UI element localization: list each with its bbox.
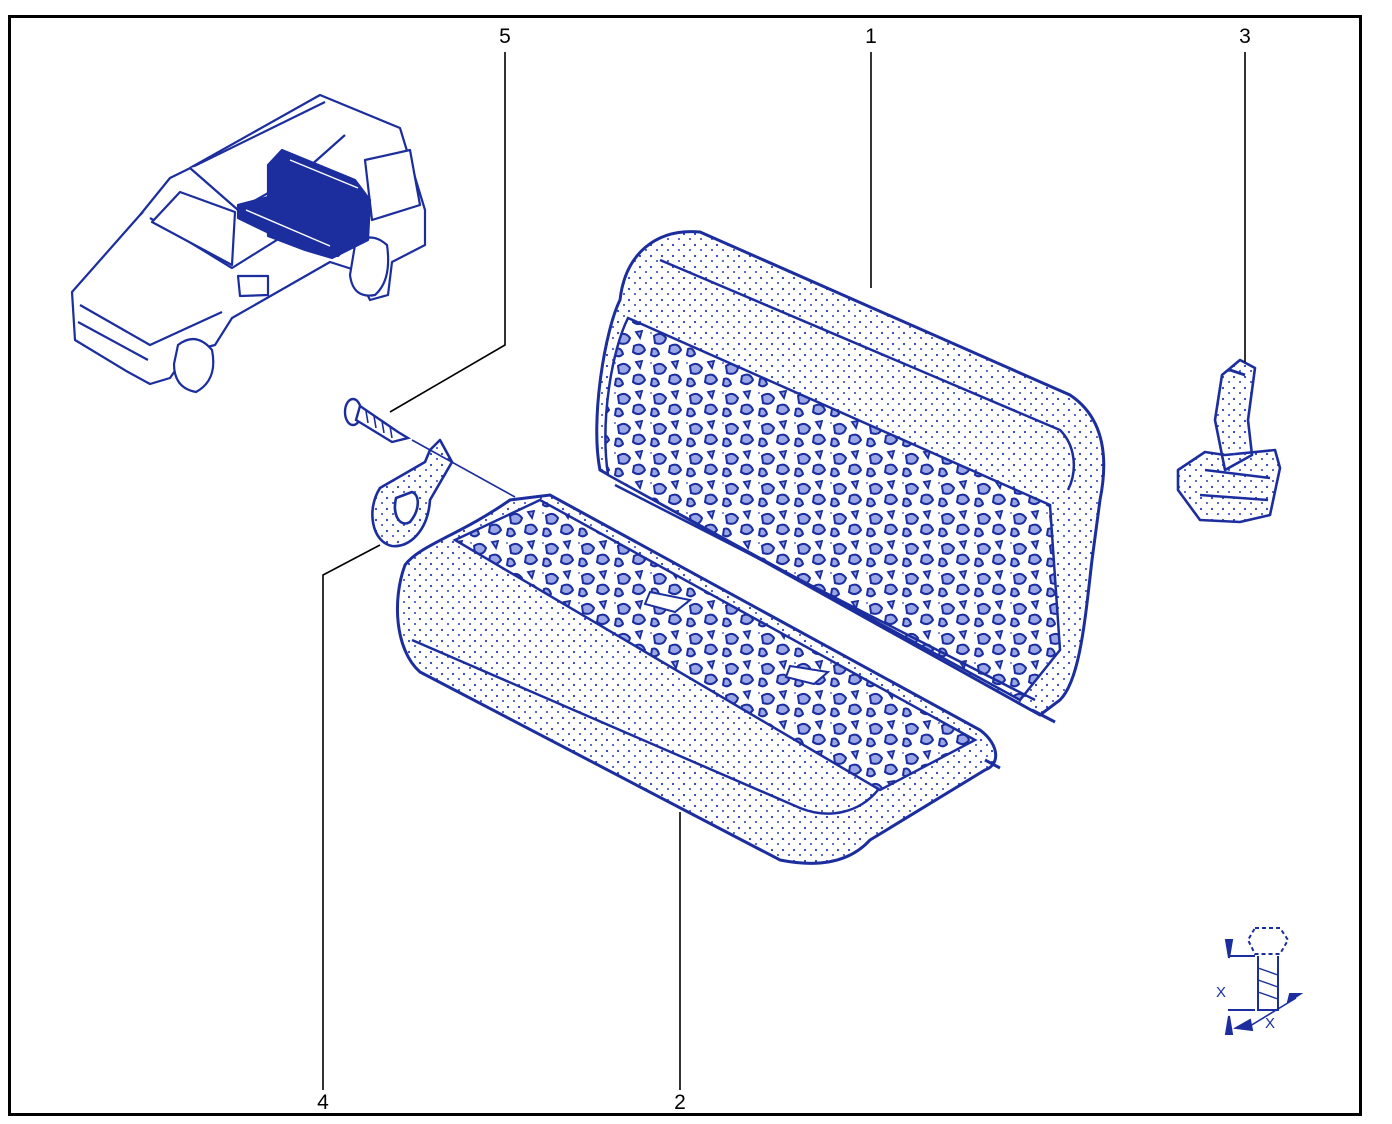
leader-lines xyxy=(322,52,1246,1090)
strap-icon xyxy=(371,438,454,548)
callout-3: 3 xyxy=(1239,25,1251,48)
leader-line-5 xyxy=(389,52,506,413)
diagram-frame xyxy=(8,15,1362,1116)
latch-clip-icon xyxy=(1176,358,1282,524)
callout-4: 4 xyxy=(317,1091,329,1114)
bolt-length-label: X xyxy=(1215,984,1227,1001)
seat-cushion xyxy=(395,493,1001,865)
seat-backrest xyxy=(595,230,1106,724)
callout-5: 5 xyxy=(499,25,511,48)
screw-icon xyxy=(343,397,412,444)
callout-2: 2 xyxy=(674,1091,686,1114)
bolt-dimension-icon xyxy=(1224,927,1304,1035)
leader-line-4 xyxy=(322,544,381,1090)
callout-1: 1 xyxy=(865,25,877,48)
assembly-line xyxy=(411,439,516,498)
bolt-diameter-label: X xyxy=(1264,1015,1276,1032)
vehicle-locator-icon xyxy=(70,93,427,394)
